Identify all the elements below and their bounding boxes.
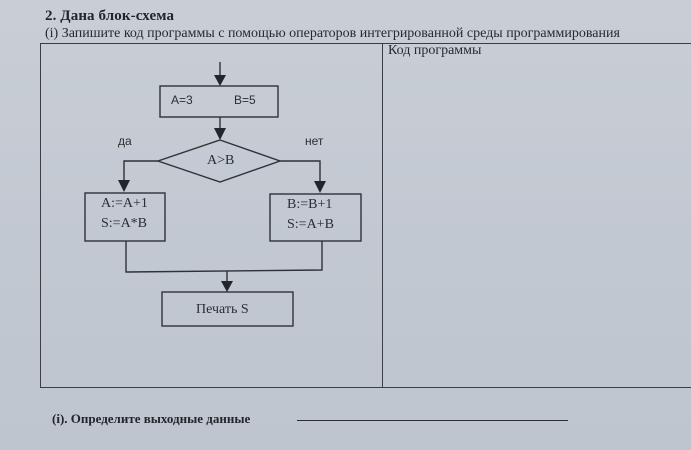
yes-label: да <box>118 134 132 148</box>
init-b-value: B=5 <box>234 93 256 107</box>
yes-block-line2: S:=A*B <box>101 216 148 231</box>
output-question: (i). Определите выходные данные <box>52 411 251 426</box>
code-answer-area[interactable] <box>385 62 691 384</box>
init-a-value: A=3 <box>171 93 193 107</box>
table-column-divider <box>382 43 383 387</box>
answer-table <box>40 43 691 388</box>
output-block-text: Печать S <box>196 302 249 317</box>
decision-condition: A>B <box>207 153 235 168</box>
no-label: нет <box>305 134 324 148</box>
output-answer-field[interactable] <box>297 420 568 421</box>
no-block-line2: S:=A+B <box>287 217 334 232</box>
code-column-header: Код программы <box>388 43 482 58</box>
yes-block-line1: A:=A+1 <box>101 196 148 211</box>
no-block-line1: B:=B+1 <box>287 197 333 212</box>
task-heading: 2. Дана блок-схема <box>45 8 175 24</box>
task-instruction: (i) Запишите код программы с помощью опе… <box>45 26 620 41</box>
